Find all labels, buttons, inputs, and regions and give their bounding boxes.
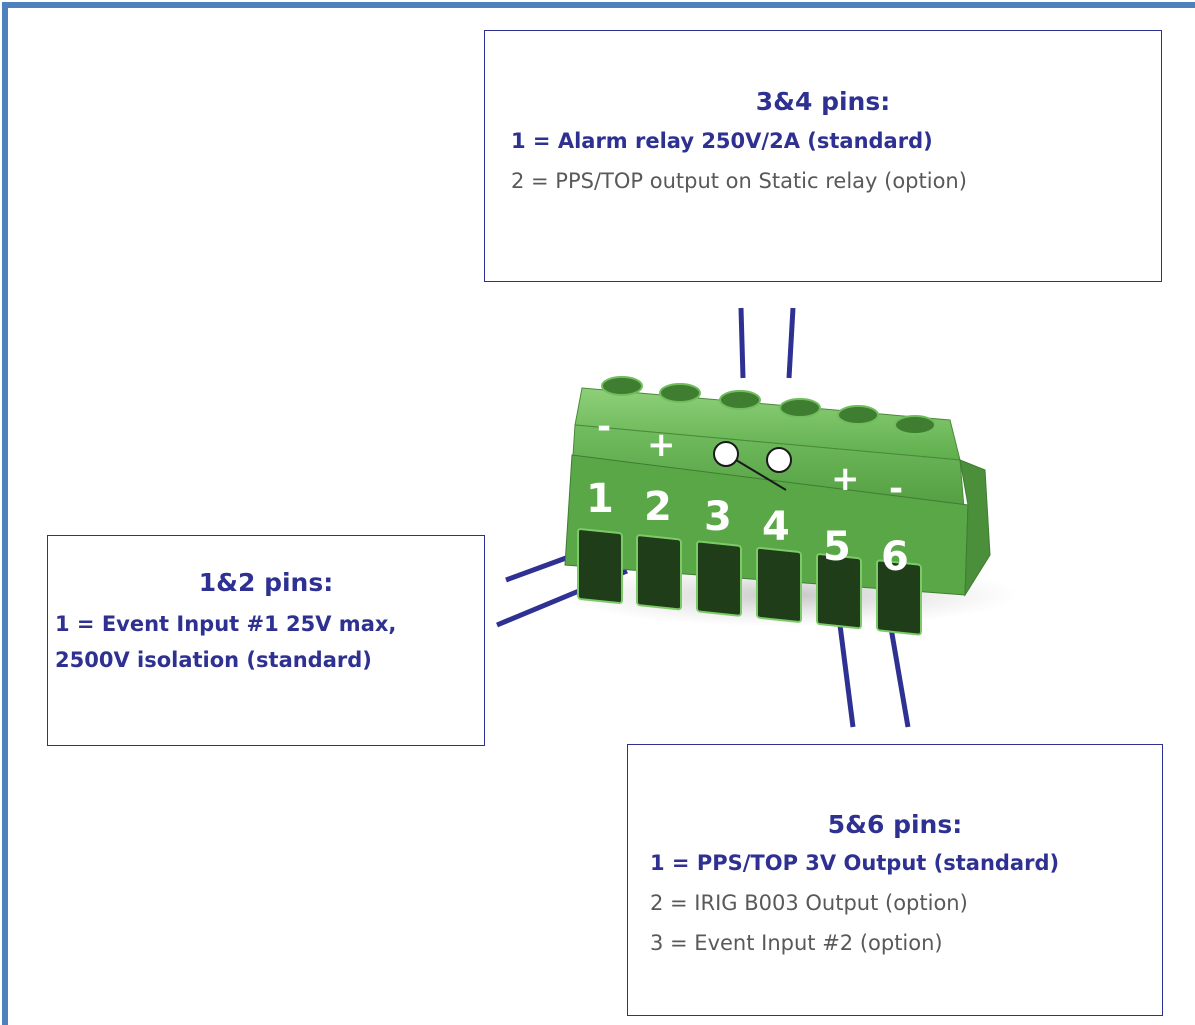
pin-label-3: 3 xyxy=(704,494,732,540)
pin-6-polarity: - xyxy=(889,469,903,509)
pin-5-polarity: + xyxy=(831,459,860,499)
pins-5-6-title: 5&6 pins: xyxy=(827,810,963,839)
pins-5-6-standard-option: 1 = PPS/TOP 3V Output (standard) xyxy=(650,851,1060,875)
relay-contact-symbol xyxy=(713,441,792,491)
pin-2-polarity: + xyxy=(647,425,676,465)
terminal-block-connector xyxy=(564,376,991,636)
wire-openings xyxy=(577,528,922,636)
pin-label-4: 4 xyxy=(762,504,790,550)
pins-5-6-callout: 5&6 pins: 1 = PPS/TOP 3V Output (standar… xyxy=(627,744,1163,1016)
pin-label-6: 6 xyxy=(881,534,909,580)
pins-1-2-standard-line1: 1 = Event Input #1 25V max, xyxy=(55,612,397,636)
pins-3-4-callout: 3&4 pins: 1 = Alarm relay 250V/2A (stand… xyxy=(484,30,1162,282)
pins-3-4-title: 3&4 pins: xyxy=(755,87,891,116)
pins-3-4-optional-option: 2 = PPS/TOP output on Static relay (opti… xyxy=(511,169,967,193)
pin-1-polarity: - xyxy=(597,407,611,447)
pins-3-4-standard-option: 1 = Alarm relay 250V/2A (standard) xyxy=(511,129,933,153)
pins-1-2-callout: 1&2 pins: 1 = Event Input #1 25V max, 25… xyxy=(47,535,485,746)
pin-label-1: 1 xyxy=(586,476,614,522)
pins-1-2-title: 1&2 pins: xyxy=(198,568,334,597)
screw-holes xyxy=(601,376,936,435)
pins-5-6-event-option: 3 = Event Input #2 (option) xyxy=(650,931,943,955)
pin-label-5: 5 xyxy=(823,524,851,570)
pins-1-2-standard-line2: 2500V isolation (standard) xyxy=(55,648,372,672)
pin-label-2: 2 xyxy=(644,484,672,530)
pins-5-6-irig-option: 2 = IRIG B003 Output (option) xyxy=(650,891,968,915)
